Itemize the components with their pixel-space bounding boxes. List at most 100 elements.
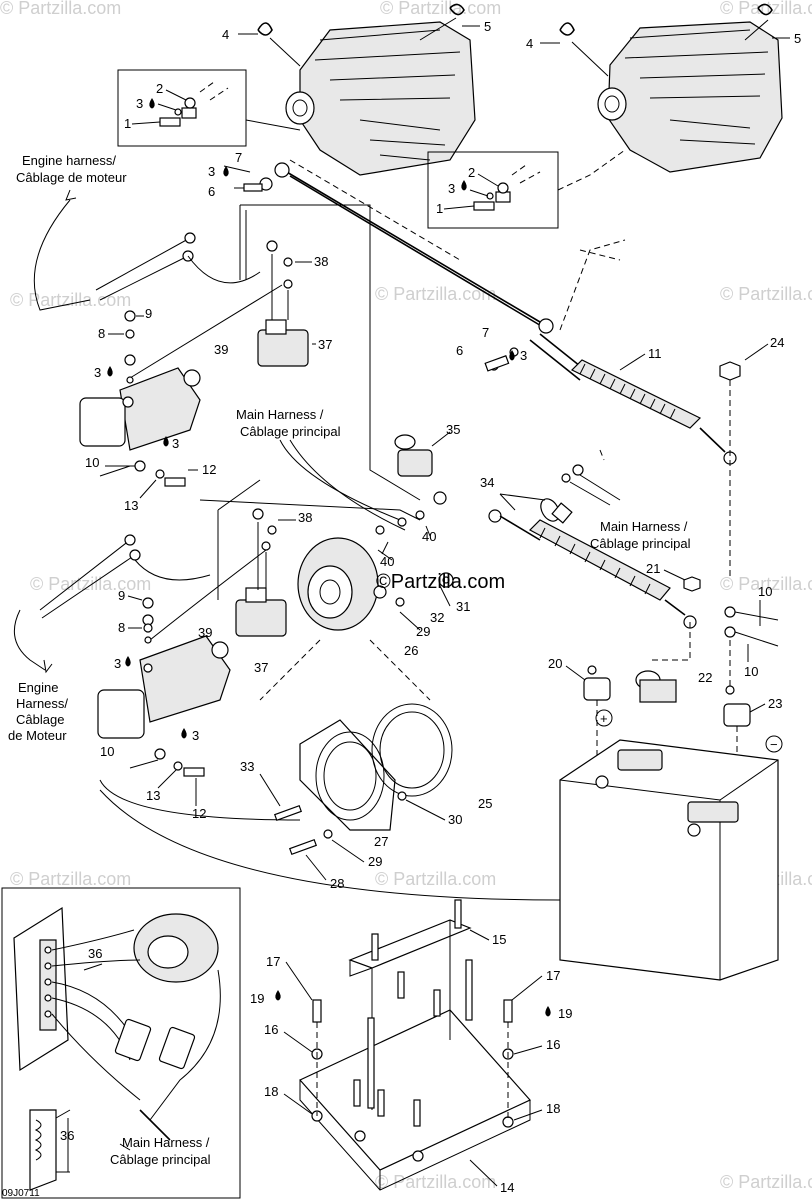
callout-10: 10	[100, 744, 114, 759]
label-main-harness-right: Main Harness / Câblage principal	[590, 519, 691, 551]
callout-40: 40	[422, 529, 436, 544]
callout-14: 14	[500, 1180, 514, 1195]
callout-26: 26	[404, 643, 418, 658]
main-harness-inset-line2: Câblage principal	[110, 1152, 211, 1167]
callout-3: 3	[448, 181, 455, 196]
engine-harness-left-line4: de Moteur	[8, 728, 67, 743]
main-harness-right-line1: Main Harness /	[600, 519, 688, 534]
callout-38: 38	[298, 510, 312, 525]
callout-3: 3	[520, 348, 527, 363]
bracket-15	[348, 919, 472, 1110]
callout-3: 3	[136, 96, 143, 111]
callout-8: 8	[118, 620, 125, 635]
watermark: © Partzilla.com	[0, 0, 121, 18]
engine-harness-label-line1: Engine harness/	[22, 153, 116, 168]
callout-6: 6	[208, 184, 215, 199]
engine-right	[597, 21, 783, 173]
callout-22: 22	[698, 670, 712, 685]
polarity-negative: −	[765, 735, 783, 753]
callout-17: 17	[546, 968, 560, 983]
callout-2: 2	[468, 165, 475, 180]
watermark: © Partzilla.com	[375, 284, 496, 304]
callout-35: 35	[446, 422, 460, 437]
solenoid-lower	[149, 479, 296, 641]
part-27-housing	[299, 719, 396, 831]
label-main-harness-inset: Main Harness / Câblage principal	[110, 1135, 211, 1167]
loctite-drop-icon	[107, 366, 113, 377]
callout-1: 1	[436, 201, 443, 216]
callout-40: 40	[380, 554, 394, 569]
loctite-drops	[107, 98, 551, 1017]
engine-harness-left-line3: Câblage	[16, 712, 64, 727]
callout-11: 11	[648, 346, 662, 361]
callout-28: 28	[330, 876, 344, 891]
callout-7: 7	[482, 325, 489, 340]
callout-38: 38	[314, 254, 328, 269]
callout-23: 23	[768, 696, 782, 711]
callout-16: 16	[264, 1022, 278, 1037]
negative-symbol: −	[770, 737, 778, 752]
callout-3: 3	[192, 728, 199, 743]
bolt-inset-right	[427, 149, 626, 229]
positive-symbol: +	[600, 711, 608, 726]
callout-37: 37	[254, 660, 268, 675]
nut-24	[719, 343, 769, 580]
callout-3: 3	[114, 656, 121, 671]
starter-upper	[79, 354, 201, 487]
label-main-harness-center: Main Harness / Câblage principal	[236, 407, 341, 439]
watermark: © Partzilla.com	[720, 0, 812, 18]
callout-21: 21	[646, 561, 660, 576]
callout-37: 37	[318, 337, 332, 352]
callout-7: 7	[235, 150, 242, 165]
diagram-code: 09J0711	[2, 1188, 40, 1199]
callout-30: 30	[448, 812, 462, 827]
callout-10: 10	[744, 664, 758, 679]
harness-arrows	[43, 189, 131, 1151]
label-engine-harness-left: Engine Harness/ Câblage de Moteur	[8, 680, 68, 743]
engine-harness-left-line2: Harness/	[16, 696, 68, 711]
callout-36: 36	[88, 946, 102, 961]
callout-12: 12	[192, 806, 206, 821]
partzilla-watermark: ©Partzilla.com	[376, 571, 505, 593]
callout-5: 5	[484, 19, 491, 34]
part-25-gasket	[371, 703, 453, 797]
cable-top-main	[223, 159, 626, 334]
callout-4: 4	[526, 36, 533, 51]
callout-13: 13	[146, 788, 160, 803]
callout-17: 17	[266, 954, 280, 969]
main-harness-label-line1: Main Harness /	[236, 407, 324, 422]
solenoid-upper	[129, 240, 316, 379]
loctite-drop-icon	[181, 728, 187, 739]
callout-10: 10	[85, 455, 99, 470]
callouts: 4 5 4 5 2 3 1 2 3 1 7 3 6 38 9 8 39 37 3…	[60, 19, 801, 1195]
callout-29: 29	[368, 854, 382, 869]
callout-9: 9	[118, 588, 125, 603]
tray-bolts	[311, 899, 514, 1162]
part-35	[394, 431, 451, 477]
main-harness-inset-line1: Main Harness /	[122, 1135, 210, 1150]
callout-25: 25	[478, 796, 492, 811]
callout-39: 39	[214, 342, 228, 357]
main-harness-wires-center	[199, 439, 447, 537]
loctite-drop-icon	[223, 166, 229, 177]
watermark: © Partzilla.com	[380, 0, 501, 18]
callout-18: 18	[546, 1101, 560, 1116]
loctite-drop-icon	[163, 436, 169, 447]
loctite-drop-icon	[275, 990, 281, 1001]
wiring-inset	[1, 887, 241, 1199]
loctite-drop-icon	[461, 180, 467, 191]
callout-5: 5	[794, 31, 801, 46]
watermark: © Partzilla.com	[375, 869, 496, 889]
battery-tray-14	[299, 1009, 531, 1191]
callout-39: 39	[198, 625, 212, 640]
callout-3: 3	[208, 164, 215, 179]
loctite-drop-icon	[509, 350, 515, 361]
engine-harness-label-line2: Câblage de moteur	[16, 170, 127, 185]
main-harness-label-line2: Câblage principal	[240, 424, 341, 439]
callout-10: 10	[758, 584, 772, 599]
callout-16: 16	[546, 1037, 560, 1052]
watermark: © Partzilla.com	[30, 574, 151, 594]
callout-20: 20	[548, 656, 562, 671]
callout-24: 24	[770, 335, 784, 350]
